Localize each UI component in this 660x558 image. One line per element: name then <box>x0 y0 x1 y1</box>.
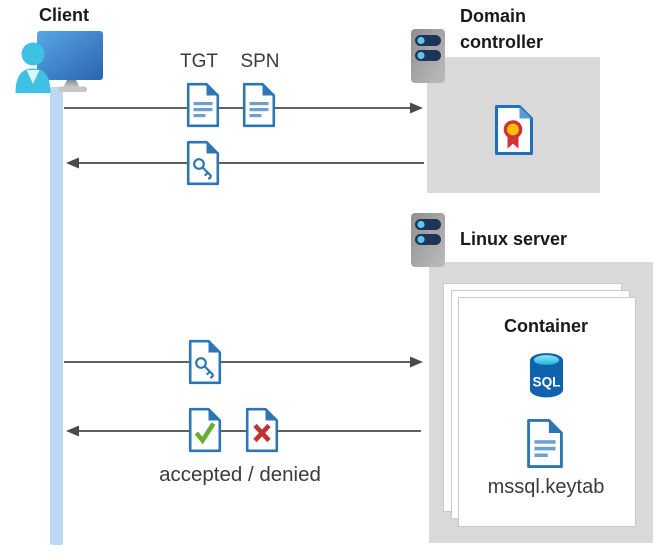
container-card <box>458 297 636 527</box>
text-document-icon <box>527 418 563 469</box>
denied-document-icon <box>245 407 279 453</box>
domain-controller-title: Domain controller <box>460 6 544 52</box>
accepted-document-icon <box>188 407 222 453</box>
key-document-icon <box>186 140 220 186</box>
key-document-icon <box>188 339 222 385</box>
container-title: Container <box>503 316 588 336</box>
sql-label: SQL <box>532 375 560 390</box>
server-icon <box>411 213 445 267</box>
user-workstation-icon <box>15 31 103 93</box>
client-title: Client <box>38 5 89 25</box>
server-icon <box>411 29 445 83</box>
arrowhead-right-icon <box>410 356 423 368</box>
arrowhead-left-icon <box>66 425 79 437</box>
spn-label: SPN <box>240 51 280 72</box>
linux-server-title: Linux server <box>460 229 568 249</box>
text-document-icon <box>186 82 220 128</box>
certificate-document-icon <box>495 105 533 155</box>
text-document-icon <box>242 82 276 128</box>
arrowhead-right-icon <box>410 102 423 114</box>
auth-result-caption: accepted / denied <box>159 463 321 486</box>
sql-database-icon: SQL <box>529 353 564 398</box>
keytab-label: mssql.keytab <box>487 476 605 498</box>
tgt-label: TGT <box>180 51 218 72</box>
client-lifeline <box>50 87 63 545</box>
arrowhead-left-icon <box>66 157 79 169</box>
